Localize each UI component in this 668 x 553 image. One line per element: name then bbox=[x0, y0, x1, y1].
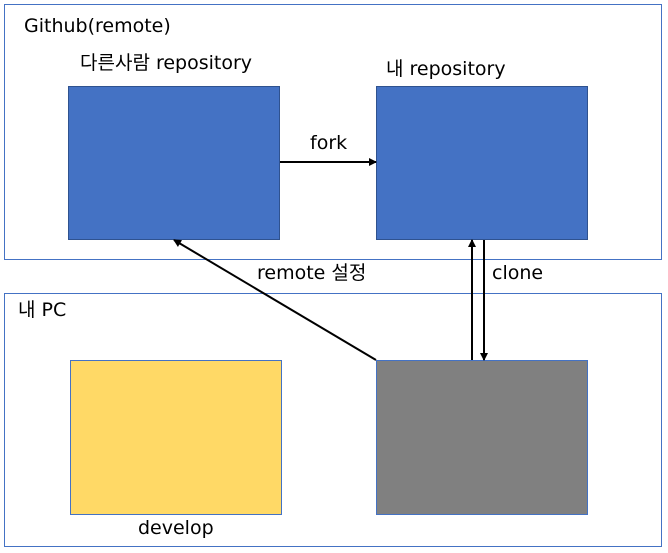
github-remote-title: Github(remote) bbox=[24, 15, 171, 37]
other-repo-box bbox=[68, 86, 280, 240]
remote-setting-label: remote 설정 bbox=[257, 262, 367, 284]
develop-box bbox=[70, 360, 282, 515]
local-repo-box bbox=[376, 360, 588, 515]
my-repo-label: 내 repository bbox=[386, 58, 506, 80]
clone-label: clone bbox=[492, 262, 544, 284]
other-repo-label: 다른사람 repository bbox=[80, 52, 253, 74]
my-repo-box bbox=[376, 86, 588, 240]
my-pc-title: 내 PC bbox=[18, 299, 67, 321]
fork-label: fork bbox=[310, 132, 348, 154]
develop-label: develop bbox=[138, 517, 214, 539]
